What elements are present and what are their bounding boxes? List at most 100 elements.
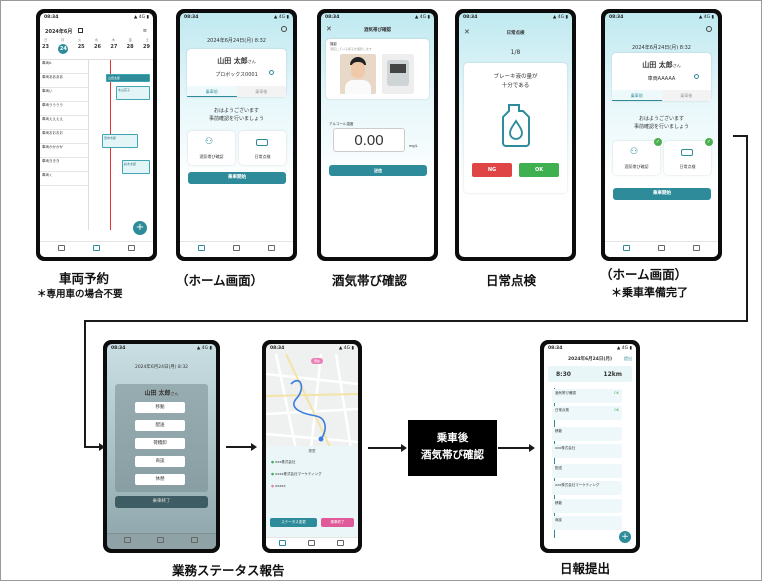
vehicle-name[interactable]: プロボックス0001 — [215, 72, 258, 78]
breathalyzer-photo[interactable] — [382, 54, 414, 94]
vehicle-row[interactable]: 車両A — [40, 60, 88, 74]
reservation-event[interactable]: 鈴木太郎 — [122, 160, 150, 174]
reservation-event[interactable]: 田中次郎 — [102, 134, 138, 148]
calendar-icon[interactable] — [78, 28, 83, 33]
bottom-nav — [107, 533, 216, 549]
timeline-item[interactable]: xxx株式会社 — [552, 444, 622, 458]
date-25[interactable]: 25 — [77, 44, 85, 50]
date-27[interactable]: 27 — [110, 44, 118, 50]
flow-connector — [84, 320, 86, 447]
close-icon[interactable]: ✕ — [464, 28, 470, 36]
change-status-button[interactable]: ステータス変更 — [270, 518, 317, 527]
bottom-nav — [40, 241, 153, 257]
vehicle-row[interactable]: 車両ええええ — [40, 116, 88, 130]
end-ride-button[interactable]: 乗車終了 — [321, 518, 354, 527]
vehicle-row[interactable]: 車両ああああ — [40, 74, 88, 88]
report-icon[interactable] — [693, 245, 700, 251]
report-icon[interactable] — [268, 245, 275, 251]
timeline-item[interactable]: 商談 — [552, 516, 622, 530]
home-icon[interactable] — [58, 245, 65, 251]
report-submit-button[interactable]: 提出 — [624, 356, 632, 361]
alcohol-check-card[interactable]: ⚇ 酒気帯び確認 ✓ — [613, 138, 662, 175]
report-icon[interactable] — [128, 245, 135, 251]
timeline-item[interactable]: xxx株式会社マーケティング — [552, 481, 622, 495]
status-screen: 08:34▲ 4G ▮ 2024年6月24日(月) 8:32 山田 太郎さん 移… — [107, 344, 216, 549]
history-item[interactable]: ● xxxxx — [271, 484, 286, 488]
tab-after[interactable]: 乗車後 — [661, 90, 711, 101]
report-summary: 8:30 12km — [548, 366, 632, 382]
close-icon[interactable]: ✕ — [326, 25, 332, 33]
question-card: ブレーキ液の量が十分である NG OK — [464, 63, 567, 193]
reservation-tab-icon[interactable] — [233, 245, 240, 251]
filter-icon[interactable]: ≡ — [142, 28, 147, 34]
date-26[interactable]: 26 — [94, 44, 101, 50]
reservation-tab-icon[interactable] — [658, 245, 665, 251]
vehicle-row[interactable]: 車両い — [40, 88, 88, 102]
tab-after[interactable]: 乗車後 — [236, 86, 286, 97]
route-map[interactable] — [266, 354, 358, 449]
add-entry-button[interactable]: + — [619, 531, 631, 543]
history-item[interactable]: ● xxxx株式会社マーケティング — [271, 472, 322, 476]
report-icon[interactable] — [191, 537, 198, 543]
alcohol-value-field[interactable]: 0.00 — [333, 128, 405, 152]
ng-button[interactable]: NG — [472, 163, 512, 177]
vehicle-row[interactable]: 車両ききき — [40, 158, 88, 172]
vehicle-settings-icon[interactable] — [694, 74, 699, 79]
date-29[interactable]: 29 — [143, 44, 150, 50]
submit-button[interactable]: 送信 — [329, 165, 427, 176]
daily-inspection-card[interactable]: 日常点検 ✓ — [664, 138, 713, 175]
home-icon[interactable] — [279, 540, 286, 546]
greeting: おはようございます事前確認を行いましょう — [208, 108, 264, 122]
daily-inspection-card[interactable]: 日常点検 — [239, 131, 286, 165]
tab-before[interactable]: 乗車前 — [612, 90, 662, 101]
user-icon[interactable] — [706, 26, 712, 32]
start-ride-button[interactable]: 乗車開始 — [613, 188, 711, 200]
date-23[interactable]: 23 — [42, 44, 49, 50]
user-icon[interactable] — [281, 26, 287, 32]
vehicle-name[interactable]: 車両AAAAA — [647, 76, 676, 82]
status-option-loading[interactable]: 荷積卸 — [135, 438, 185, 449]
alcohol-check-card[interactable]: ⚇ 酒気帯び確認 — [188, 131, 235, 165]
report-icon[interactable] — [337, 540, 344, 546]
start-ride-button[interactable]: 乗車開始 — [188, 172, 286, 184]
vehicle-row[interactable]: 車両かかかか — [40, 144, 88, 158]
home-icon[interactable] — [198, 245, 205, 251]
calendar-month[interactable]: 2024年6月 — [45, 29, 73, 35]
end-ride-button[interactable]: 乗車終了 — [115, 496, 208, 508]
home-icon[interactable] — [124, 537, 131, 543]
tab-before[interactable]: 乗車前 — [187, 86, 237, 97]
week-dates[interactable]: 23 24 25 26 27 28 29 — [42, 44, 150, 54]
history-item[interactable]: ● xxx株式会社 — [271, 460, 296, 464]
timeline-item[interactable]: 移動 — [552, 427, 622, 441]
status-option-meeting[interactable]: 商談 — [135, 456, 185, 467]
person-photo[interactable] — [340, 54, 376, 94]
vehicle-row[interactable]: 車両おおおお — [40, 130, 88, 144]
status-option-break[interactable]: 休憩 — [135, 474, 185, 485]
vehicle-row[interactable]: 車両うううう — [40, 102, 88, 116]
add-reservation-button[interactable]: + — [133, 221, 147, 235]
reservation-tab-icon[interactable] — [93, 245, 100, 251]
total-distance: 12km — [603, 371, 622, 378]
timeline-item[interactable]: 配送 — [552, 464, 622, 478]
progress-counter: 1/8 — [510, 49, 521, 56]
current-location-pin: 現在 — [311, 358, 323, 364]
status-bar: 08:34▲ 4G ▮ — [548, 346, 632, 351]
alcohol-screen: 08:34▲ 4G ▮ ✕ 酒気帯び確認 撮影 測定している様子を撮影します ア… — [321, 13, 434, 257]
timeline-item[interactable]: 移動 — [552, 499, 622, 513]
reservation-event[interactable]: 山田太郎 — [106, 74, 150, 82]
status-option-delivery[interactable]: 配送 — [135, 420, 185, 431]
grid-divider — [88, 60, 89, 230]
people-icon: ⚇ — [630, 147, 639, 157]
home-icon[interactable] — [623, 245, 630, 251]
date-28[interactable]: 28 — [126, 44, 134, 50]
vehicle-settings-icon[interactable] — [269, 70, 274, 75]
reservation-event[interactable]: 木山花子 — [116, 86, 150, 100]
reservation-tab-icon[interactable] — [308, 540, 315, 546]
ok-button[interactable]: OK — [519, 163, 559, 177]
date-24-selected[interactable]: 24 — [58, 44, 69, 54]
vehicle-row[interactable]: 車両く — [40, 172, 88, 186]
status-option-move[interactable]: 移動 — [135, 402, 185, 413]
reservation-tab-icon[interactable] — [157, 537, 164, 543]
